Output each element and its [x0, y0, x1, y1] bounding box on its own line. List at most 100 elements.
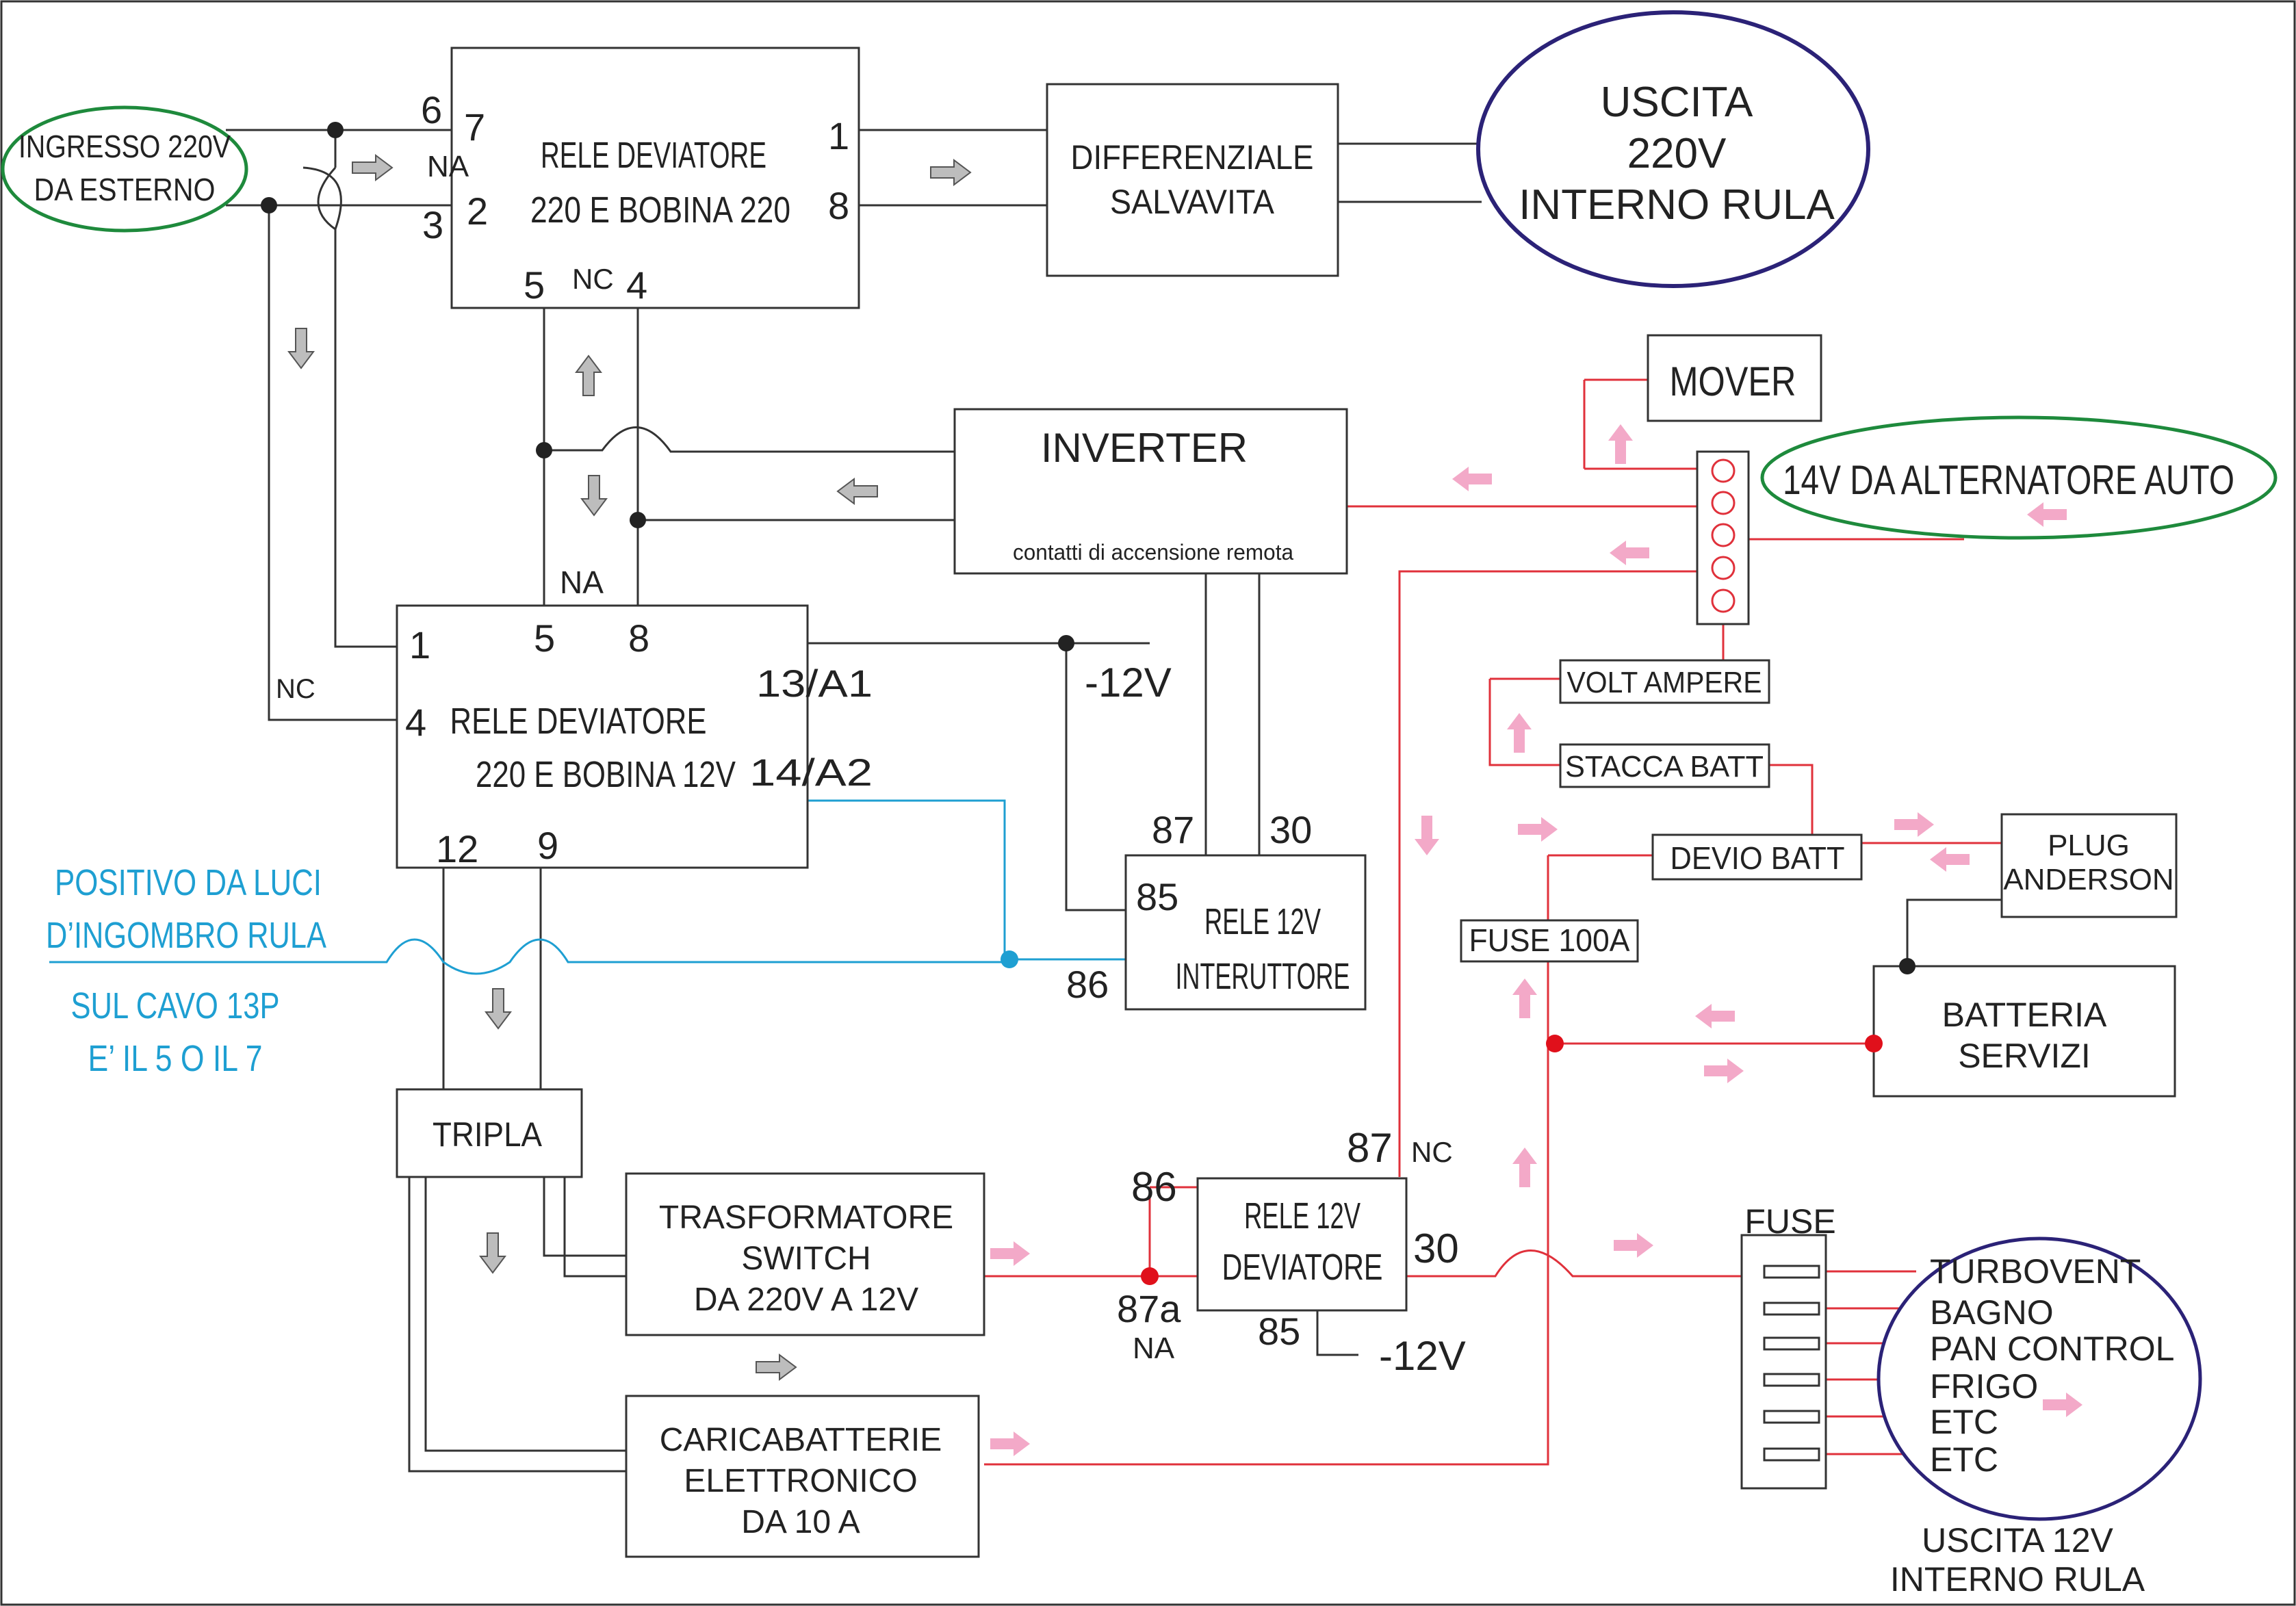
relay-int-p30: 30	[1269, 808, 1312, 851]
trasformatore-l1: TRASFORMATORE	[659, 1200, 953, 1236]
relay1-pin4: 4	[626, 263, 647, 307]
relay1-pin8: 8	[828, 184, 849, 227]
uscita-12-oval: TURBOVENT BAGNO PAN CONTROL FRIGO ETC ET…	[1876, 1236, 2202, 1521]
relay2-a2: 14/A2	[749, 751, 873, 794]
relay-dev-p87: 87	[1347, 1125, 1393, 1171]
plug-l2: ANDERSON	[2003, 863, 2174, 896]
devio-batt-box: DEVIO BATT	[1651, 833, 1863, 881]
batteria-l1: BATTERIA	[1942, 996, 2107, 1034]
relay-220-coil-220: RELE DEVIATORE 220 E BOBINA 220 6 7 NA 3…	[421, 47, 860, 309]
uscita-220-l3: INTERNO RULA	[1519, 181, 1835, 229]
relay2-pin12: 12	[436, 827, 478, 870]
relay1-pin3: 3	[422, 203, 443, 246]
relay-12v-deviatore: RELE 12V DEVIATORE 87 NC 86 30 87a NA 85	[1117, 1125, 1459, 1365]
caricabatterie-box: CARICABATTERIE ELETTRONICO DA 10 A	[625, 1395, 980, 1558]
load-etc-2: ETC	[1930, 1440, 1998, 1479]
positivo-note: POSITIVO DA LUCI D’INGOMBRO RULA SUL CAV…	[46, 862, 326, 1079]
batteria-l2: SERVIZI	[1958, 1037, 2091, 1075]
positivo-l2: D’INGOMBRO RULA	[46, 915, 326, 956]
relay1-pin1: 1	[828, 114, 849, 157]
relay2-title: RELE DEVIATORE	[450, 701, 707, 742]
load-etc-1: ETC	[1930, 1403, 1998, 1441]
relay1-nc: NC	[572, 263, 614, 295]
fuse-100a-box: FUSE 100A	[1460, 919, 1639, 963]
trasformatore-l3: DA 220V A 12V	[694, 1282, 918, 1318]
relay2-subtitle: 220 E BOBINA 12V	[476, 754, 736, 795]
positivo-l3: SUL CAVO 13P	[71, 985, 280, 1026]
caricabatterie-l3: DA 10 A	[741, 1504, 860, 1540]
devio-batt-label: DEVIO BATT	[1671, 840, 1845, 876]
relay-dev-na: NA	[1133, 1332, 1175, 1365]
inverter-subtitle: contatti di accensione remota	[1013, 540, 1293, 565]
relay2-na: NA	[560, 565, 604, 600]
relay-int-p87: 87	[1152, 808, 1194, 851]
differenziale-l1: DIFFERENZIALE	[1071, 138, 1314, 177]
load-pan-control: PAN CONTROL	[1930, 1330, 2174, 1368]
relay-int-p85: 85	[1136, 875, 1178, 918]
tripla-box: TRIPLA	[396, 1088, 583, 1178]
ingresso-oval: INGRESSO 220V DA ESTERNO	[1, 105, 248, 233]
alternatore-label: 14V DA ALTERNATORE AUTO	[1783, 457, 2234, 503]
relay-dev-nc: NC	[1411, 1136, 1453, 1168]
stacca-batt-box: STACCA BATT	[1559, 743, 1770, 788]
load-turbovent: TURBOVENT	[1930, 1252, 2141, 1291]
positivo-l4: E’ IL 5 O IL 7	[88, 1038, 263, 1079]
relay1-pin7: 7	[464, 105, 485, 148]
relay1-title: RELE DEVIATORE	[541, 135, 766, 176]
relay1-na: NA	[427, 150, 469, 183]
caricabatterie-l1: CARICABATTERIE	[660, 1422, 942, 1458]
trasformatore-l2: SWITCH	[741, 1241, 870, 1277]
uscita-12-l2: INTERNO RULA	[1890, 1560, 2145, 1598]
relay-dev-p85: 85	[1258, 1310, 1300, 1353]
wiring-12v	[984, 378, 2002, 1466]
relay-int-l1: RELE 12V	[1204, 901, 1321, 942]
inverter-box: INVERTER contatti di accensione remota	[953, 408, 1348, 575]
relay2-pin8: 8	[628, 617, 649, 660]
neg12-lower: -12V	[1379, 1333, 1466, 1379]
relay-dev-l1: RELE 12V	[1244, 1195, 1360, 1236]
relay-dev-p30: 30	[1413, 1226, 1459, 1271]
volt-ampere-box: VOLT AMPERE	[1559, 659, 1770, 704]
batteria-box: BATTERIA SERVIZI	[1872, 965, 2176, 1098]
inverter-title: INVERTER	[1041, 425, 1248, 471]
uscita-12-l1: USCITA 12V	[1922, 1521, 2113, 1559]
relay-12v-interruttore: RELE 12V INTERUTTORE 87 30 85 86	[1066, 808, 1367, 1011]
neg12-upper: -12V	[1085, 660, 1172, 705]
trasformatore-box: TRASFORMATORE SWITCH DA 220V A 12V	[625, 1172, 985, 1336]
relay-dev-p87a: 87a	[1117, 1287, 1181, 1330]
relay-int-l2: INTERUTTORE	[1176, 956, 1350, 997]
relay2-pin1: 1	[409, 623, 430, 666]
differenziale-box: DIFFERENZIALE SALVAVITA	[1046, 83, 1339, 277]
mover-box: MOVER	[1647, 334, 1822, 422]
fuse-block: FUSE	[1740, 1202, 1836, 1490]
relay2-pin4: 4	[405, 701, 426, 744]
mover-label: MOVER	[1670, 359, 1796, 404]
junction-dots	[261, 122, 1916, 1285]
plug-anderson-box: PLUG ANDERSON	[2000, 813, 2178, 918]
differenziale-l2: SALVAVITA	[1110, 183, 1275, 221]
uscita-220-l2: 220V	[1627, 130, 1727, 177]
distribution-block	[1696, 450, 1750, 625]
plug-l1: PLUG	[2048, 829, 2130, 862]
relay1-pin2: 2	[467, 190, 488, 233]
ingresso-l2: DA ESTERNO	[34, 172, 216, 207]
ingresso-l1: INGRESSO 220V	[18, 129, 231, 164]
relay-dev-p86: 86	[1131, 1164, 1177, 1210]
wiring-220v	[226, 129, 2002, 1473]
stacca-batt-label: STACCA BATT	[1565, 750, 1764, 783]
relay-int-p86: 86	[1066, 963, 1109, 1006]
wiring-signal	[49, 799, 1126, 975]
load-bagno: BAGNO	[1930, 1293, 2054, 1332]
relay2-nc: NC	[276, 674, 315, 704]
fuse100-label: FUSE 100A	[1469, 922, 1630, 958]
positivo-l1: POSITIVO DA LUCI	[55, 862, 322, 903]
relay1-pin5: 5	[524, 263, 545, 307]
relay2-pin5: 5	[534, 617, 555, 660]
volt-ampere-label: VOLT AMPERE	[1567, 666, 1762, 699]
load-frigo: FRIGO	[1930, 1367, 2038, 1406]
alternatore-oval: 14V DA ALTERNATORE AUTO	[1760, 415, 2278, 540]
caricabatterie-l2: ELETTRONICO	[684, 1463, 917, 1499]
tripla-label: TRIPLA	[433, 1115, 543, 1154]
